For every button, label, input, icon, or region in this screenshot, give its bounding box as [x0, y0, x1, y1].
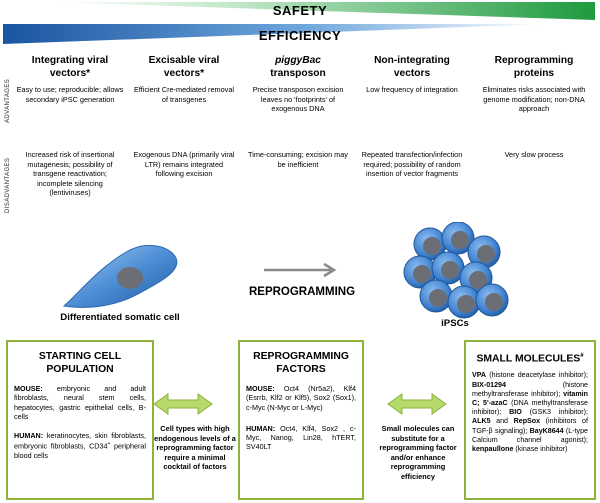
somatic-cell-label: Differentiated somatic cell — [60, 312, 180, 323]
left-double-arrow — [153, 393, 213, 415]
efficiency-wedge — [3, 24, 548, 44]
disadvantage-proteins: Very slow process — [504, 150, 564, 159]
starting-human-text: HUMAN: keratinocytes, skin fibroblasts, … — [14, 431, 146, 461]
advantages-side-label: ADVANTAGES — [5, 78, 11, 123]
left-note: Cell types with high endogenous levels o… — [154, 424, 236, 472]
ipsc-cells — [403, 222, 509, 319]
somatic-cell-illustration — [62, 244, 178, 308]
advantage-integrating-viral: Easy to use; reproducible; allows second… — [16, 85, 124, 104]
advantage-excisable-viral: Efficient Cre-mediated removal of transg… — [133, 85, 235, 104]
ipsc-nucleus — [429, 289, 447, 307]
disadvantage-integrating-viral: Increased risk of insertional mutagenesi… — [25, 150, 115, 198]
advantage-proteins: Eliminates risks associated with genome … — [482, 85, 586, 114]
disadvantage-piggybac: Time-consuming; excision may be ineffici… — [248, 150, 348, 169]
ipsc-cluster-illustration — [403, 222, 509, 319]
safety-label: SAFETY — [272, 3, 328, 18]
somatic-cell-nucleus — [117, 267, 143, 289]
molecules-list: VPA (histone deacetylase inhibitor); BIX… — [472, 371, 588, 454]
right-double-arrow — [387, 393, 447, 415]
ipsc-nucleus — [477, 245, 495, 263]
safety-wedge — [50, 2, 595, 20]
ipsc-nucleus — [451, 231, 469, 249]
small-molecules-box: SMALL MOLECULES# VPA (histone deacetylas… — [464, 340, 596, 500]
column-title-integrating-viral: Integrating viral vectors* — [31, 55, 109, 79]
molecules-box-title: SMALL MOLECULES# — [476, 353, 584, 365]
reprogramming-label: REPROGRAMMING — [248, 286, 356, 298]
disadvantage-non-integrating: Repeated transfection/infection required… — [361, 150, 463, 179]
column-title-proteins: Reprogramming proteins — [494, 55, 574, 79]
ipsc-label: iPSCs — [441, 318, 469, 329]
advantage-non-integrating: Low frequency of integration — [366, 85, 458, 94]
factors-mouse-text: MOUSE: Oct4 (Nr5a2), Klf4 (Esrrb, Klf2 o… — [246, 384, 356, 412]
disadvantage-excisable-viral: Exogenous DNA (primarily viral LTR) rema… — [133, 150, 235, 179]
ipsc-nucleus — [469, 271, 487, 289]
starting-mouse-text: MOUSE: embryonic and adult fibroblasts, … — [14, 384, 146, 421]
starting-box-title: STARTING CELL POPULATION — [38, 351, 122, 375]
ipsc-nucleus — [457, 295, 475, 313]
column-title-non-integrating: Non-integrating vectors — [374, 55, 450, 79]
column-title-excisable-viral: Excisable viral vectors* — [148, 55, 220, 79]
advantage-piggybac: Precise transposon excision leaves no 'f… — [252, 85, 344, 114]
ipsc-nucleus — [441, 261, 459, 279]
ipsc-nucleus — [485, 293, 503, 311]
ipsc-nucleus — [423, 237, 441, 255]
factors-human-text: HUMAN: Oct4, Klf4, Sox2 , c-Myc, Nanog, … — [246, 423, 356, 452]
factors-box-title: REPROGRAMMING FACTORS — [253, 351, 349, 375]
right-note: Small molecules can substitute for a rep… — [379, 424, 457, 481]
starting-cell-population-box: STARTING CELL POPULATION MOUSE: embryoni… — [6, 340, 154, 500]
reprogramming-factors-box: REPROGRAMMING FACTORS MOUSE: Oct4 (Nr5a2… — [238, 340, 364, 500]
efficiency-label: EFFICIENCY — [258, 28, 342, 43]
disadvantages-side-label: DISADVANTAGES — [5, 157, 11, 213]
ipsc-nucleus — [413, 265, 431, 283]
reprogramming-arrow — [264, 262, 337, 278]
safety-efficiency-banner — [3, 2, 595, 44]
